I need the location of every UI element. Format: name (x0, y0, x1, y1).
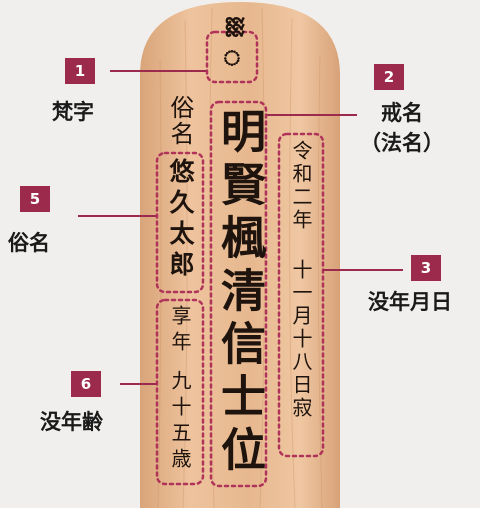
callout-label-3: 没年月日 (368, 290, 452, 314)
callout-label-5: 俗名 (8, 231, 50, 255)
kaimyo-text: 明賢楓清信士位 (213, 108, 266, 479)
callout-line-5 (78, 215, 156, 217)
callout-badge-3: 3 (411, 255, 441, 281)
callout-badge-1: 1 (65, 58, 95, 84)
sokumyo-heading: 俗名 (166, 95, 194, 147)
callout-badge-2: 2 (374, 64, 404, 90)
sanskrit-character: ᢆ (223, 40, 241, 75)
callout-label-2: 戒名 （法名） (360, 101, 444, 155)
callout-line-6 (120, 383, 156, 385)
sokumyo-text: 悠久太郎 (166, 158, 195, 282)
callout-label-1: 梵字 (52, 100, 94, 124)
callout-line-2 (267, 114, 357, 116)
death-date-text: 令和二年 十一月十八日寂 (289, 140, 313, 420)
callout-badge-6: 6 (71, 371, 101, 397)
age-heading: 享年 (168, 305, 192, 357)
callout-label-6: 没年齢 (40, 410, 103, 434)
callout-line-3 (323, 269, 403, 271)
callout-line-1 (110, 70, 206, 72)
age-text: 九十五歳 (168, 370, 192, 474)
callout-badge-5: 5 (20, 186, 50, 212)
